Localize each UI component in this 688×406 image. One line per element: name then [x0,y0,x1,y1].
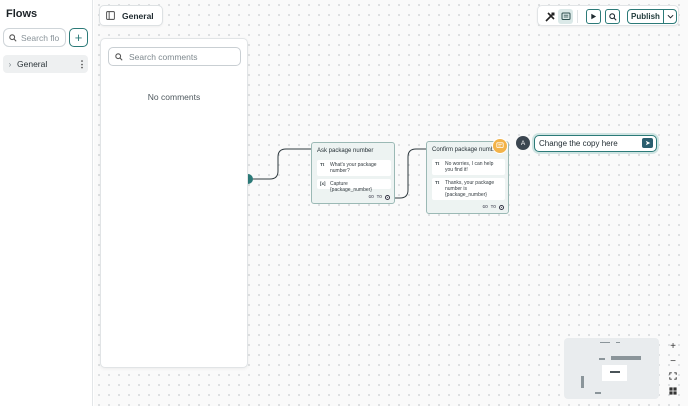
flow-node-ask-package-number[interactable]: Ask package number Tt What's your packag… [311,142,395,204]
play-icon [591,13,597,20]
chevron-right-icon[interactable]: › [8,59,12,69]
minimap-node [581,376,584,388]
node-row-text: No worries, I can help you find it! [445,161,494,173]
search-icon [608,12,617,21]
comment-pin[interactable] [493,139,507,153]
zoom-in-button[interactable]: + [666,339,680,353]
goto-connector[interactable]: GO TO [368,195,390,200]
sidebar-toggle-icon[interactable] [106,11,115,20]
flow-tab-label: General [122,10,154,21]
zoom-out-icon: − [670,355,676,367]
text-message-icon: Tt [435,180,440,185]
comments-panel: No comments [100,38,248,368]
comments-empty-state: No comments [147,92,201,102]
goto-label: GO TO [368,195,382,200]
flow-tab[interactable]: General [99,5,163,26]
minimap-node [611,356,641,360]
minimap-node [616,342,620,343]
capture-variable-icon: [x] [320,181,326,186]
comment-icon [496,142,504,148]
text-message-icon: Tt [435,161,440,166]
publish-button[interactable]: Publish [628,10,664,23]
minimap[interactable] [564,338,659,399]
comment-icon [561,12,570,20]
chevron-down-icon [667,14,673,19]
fit-view-icon [669,372,677,380]
comments-toggle-button[interactable] [558,9,573,24]
comments-search-input[interactable] [129,51,239,62]
connector-handle-icon[interactable] [385,195,390,200]
canvas-toolbar: Publish [537,5,679,26]
minimap-toggle-button[interactable] [666,384,680,398]
search-icon [115,52,123,61]
publish-split-button: Publish [627,9,677,24]
fit-view-button[interactable] [666,369,680,383]
flows-sidebar: Flows + › General ⋮ [0,0,93,406]
node-title: Ask package number [317,148,374,154]
minimap-node [599,358,605,360]
avatar: A [516,136,530,150]
publish-dropdown-button[interactable] [664,14,676,19]
flow-node-confirm-package-number[interactable]: Confirm package number Tt No worries, I … [426,141,509,214]
node-message-row[interactable]: Tt Thanks, your package number is {packa… [432,178,505,200]
node-message-row[interactable]: Tt No worries, I can help you find it! [432,159,505,175]
node-capture-row[interactable]: [x] Capture {package_number} [317,179,391,193]
minimap-icon [669,387,677,395]
zoom-out-button[interactable]: − [666,354,680,368]
sidebar-item-label: General [17,59,48,69]
node-row-text: What's your package number? [330,162,377,174]
goto-label: GO TO [482,205,496,210]
flow-search-field[interactable] [3,28,66,47]
more-vertical-icon[interactable]: ⋮ [77,58,87,69]
text-message-icon: Tt [320,162,325,167]
add-flow-button[interactable]: + [69,28,88,47]
tools-button[interactable] [542,9,557,24]
sidebar-title: Flows [6,8,38,20]
search-icon [9,33,17,42]
search-button[interactable] [605,9,620,24]
minimap-node [610,371,620,373]
node-row-text: Thanks, your package number is {package_… [445,180,495,198]
node-message-row[interactable]: Tt What's your package number? [317,160,391,176]
plus-icon: + [74,30,83,45]
minimap-viewport[interactable] [602,365,627,381]
goto-connector[interactable]: GO TO [482,205,504,210]
node-title: Confirm package number [432,147,500,153]
send-icon [645,140,650,146]
toolbar-divider [577,10,578,23]
connector-handle-icon[interactable] [499,205,504,210]
minimap-node [595,392,601,394]
flow-search-input[interactable] [21,32,63,43]
sidebar-item-general[interactable]: › General ⋮ [3,55,88,73]
comment-input[interactable] [539,139,639,148]
play-button[interactable] [586,9,601,24]
node-row-text: Capture {package_number} [330,181,372,193]
comments-search-field[interactable] [108,47,241,66]
minimap-node [600,342,610,343]
zoom-in-icon: + [670,340,676,352]
send-comment-button[interactable] [642,138,653,148]
comment-composer [534,135,657,152]
tools-icon [544,11,555,22]
